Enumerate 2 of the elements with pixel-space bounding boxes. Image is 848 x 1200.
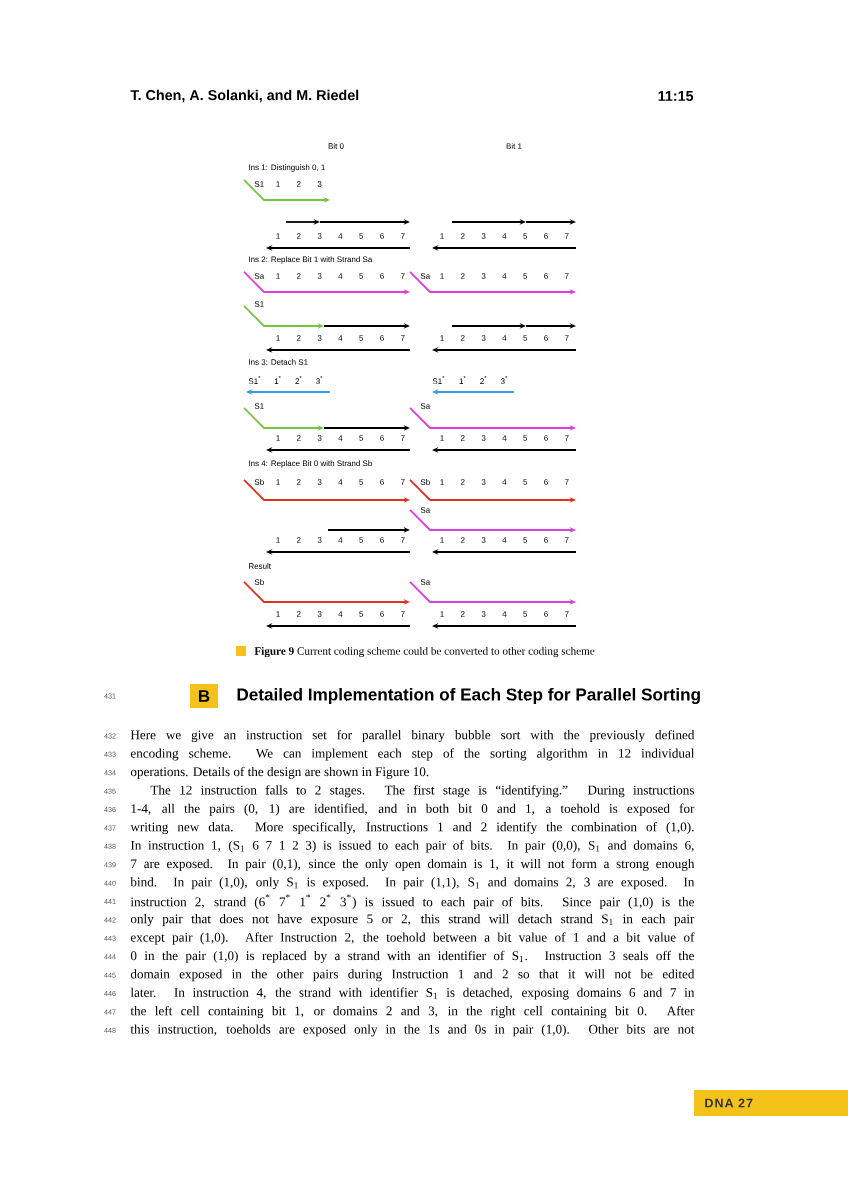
section-heading: Detailed Implementation of Each Step for Parallel Sorting [237, 688, 700, 704]
section-number: B [190, 684, 218, 708]
